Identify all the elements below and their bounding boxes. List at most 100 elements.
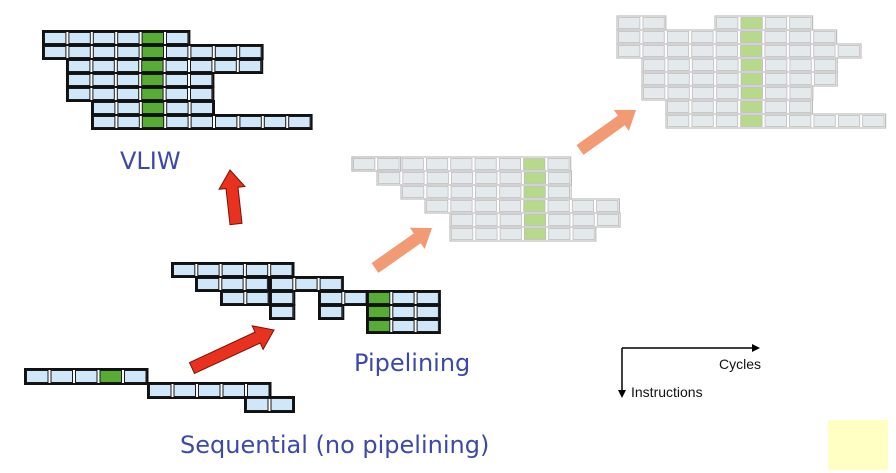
execute-stage-cell — [524, 228, 547, 240]
instruction-row — [318, 304, 345, 320]
pipeline-stage-cell — [353, 158, 376, 170]
pipeline-stage-cell — [271, 292, 294, 304]
instruction-row — [171, 262, 295, 278]
pipeline-stage-cell — [190, 46, 213, 58]
pipeline-stage-cell — [691, 31, 714, 43]
red-arrow-up-icon — [218, 169, 246, 226]
pipeline-stage-cell — [547, 200, 570, 212]
instruction-row — [641, 71, 838, 87]
pipeline-stage-cell — [320, 306, 343, 318]
pipeline-stage-cell — [788, 31, 812, 43]
pipeline-stage-cell — [270, 398, 293, 411]
pipelining-grid — [171, 262, 441, 334]
pipeline-stage-cell — [716, 87, 739, 99]
pipeline-stage-cell — [474, 186, 498, 198]
pipeline-stage-cell — [450, 158, 473, 170]
pipeline-stage-cell — [392, 306, 415, 318]
execute-stage-cell — [141, 74, 164, 86]
pipeline-stage-cell — [666, 45, 690, 57]
pipeline-stage-cell — [270, 264, 293, 276]
instruction-row — [244, 396, 295, 413]
execute-stage-cell — [141, 60, 164, 72]
pipeline-stage-cell — [320, 292, 343, 304]
pipeline-stage-cell — [572, 228, 595, 240]
pipeline-stage-cell — [764, 45, 787, 57]
pipeline-stage-cell — [789, 17, 812, 29]
pipeline-stage-cell — [92, 88, 115, 100]
execute-stage-cell — [523, 200, 546, 212]
pipeline-stage-cell — [215, 116, 238, 128]
instruction-row — [91, 100, 215, 116]
pipeline-stage-cell — [862, 115, 885, 127]
pipeline-stage-cell — [667, 73, 690, 85]
pipeline-stage-cell — [197, 278, 220, 290]
instruction-row — [366, 304, 441, 320]
arrows — [188, 109, 636, 375]
pipeline-stage-cell — [499, 214, 522, 226]
pipeline-stage-cell — [68, 32, 91, 44]
instruction-row — [376, 170, 572, 186]
instruction-row — [641, 57, 838, 73]
execute-stage-cell — [523, 172, 546, 184]
instruction-row — [616, 29, 838, 45]
pipeline-stage-cell — [190, 116, 214, 128]
pipeline-stage-cell — [789, 59, 812, 71]
pipeline-stage-cell — [715, 101, 739, 113]
pipeline-stage-cell — [667, 101, 690, 113]
instruction-row — [449, 212, 621, 228]
pipeline-stage-cell — [475, 172, 498, 184]
pipeline-stage-cell — [377, 158, 400, 170]
pipeline-stage-cell — [764, 101, 787, 113]
pipeline-stage-cell — [715, 115, 739, 127]
execute-stage-cell — [523, 186, 546, 198]
pipeline-stage-cell — [618, 45, 641, 57]
pipeline-stage-cell — [837, 115, 861, 127]
pipeline-stage-cell — [499, 172, 522, 184]
pipeline-stage-cell — [173, 264, 196, 276]
pipeline-stage-cell — [222, 292, 245, 304]
pipeline-stage-cell — [547, 158, 570, 170]
pipeline-stage-cell — [166, 116, 189, 128]
pipeline-stage-cell — [271, 306, 294, 318]
pipeline-stage-cell — [667, 87, 690, 99]
instruction-row — [424, 198, 620, 214]
pipeline-stage-cell — [68, 46, 91, 58]
pipeline-stage-cell — [715, 31, 738, 43]
pipeline-stage-cell — [263, 116, 287, 128]
execute-stage-cell — [368, 320, 391, 332]
pipeline-stage-cell — [691, 87, 715, 99]
pipeline-stage-cell — [667, 115, 690, 127]
instruction-row — [269, 290, 296, 306]
instruction-row — [66, 72, 215, 88]
pipeline-stage-cell — [245, 264, 269, 276]
instructions-axis-label: Instructions — [631, 384, 703, 400]
pipeline-stage-cell — [691, 45, 714, 57]
instruction-outline — [318, 304, 345, 320]
pipeline-stage-cell — [198, 384, 221, 397]
pipeline-stage-cell — [116, 88, 140, 100]
instruction-row — [318, 290, 369, 306]
pipeline-stage-cell — [416, 320, 439, 332]
pipeline-stage-cell — [764, 17, 788, 29]
pipelining-label: Pipelining — [354, 349, 471, 377]
pipeline-stage-cell — [642, 45, 665, 57]
pipeline-stage-cell — [547, 186, 570, 198]
instruction-outline — [244, 396, 295, 413]
pipeline-stage-cell — [344, 292, 367, 304]
execute-stage-cell — [368, 306, 391, 318]
pipeline-stage-cell — [117, 116, 140, 128]
instruction-row — [269, 304, 296, 320]
pipeline-stage-cell — [667, 59, 690, 71]
execute-stage-cell — [740, 115, 763, 127]
pipeline-stage-cell — [221, 264, 244, 276]
instruction-outline — [269, 276, 344, 292]
pipeline-stage-cell — [475, 214, 498, 226]
pipeline-stage-cell — [416, 292, 439, 304]
instruction-row — [91, 114, 313, 130]
cycles-axis-label: Cycles — [719, 356, 762, 372]
pipeline-stage-cell — [117, 102, 140, 114]
pipeline-stage-cell — [166, 102, 189, 114]
instruction-row — [269, 276, 344, 292]
instruction-outline — [366, 318, 441, 334]
instruction-outline — [147, 382, 272, 399]
